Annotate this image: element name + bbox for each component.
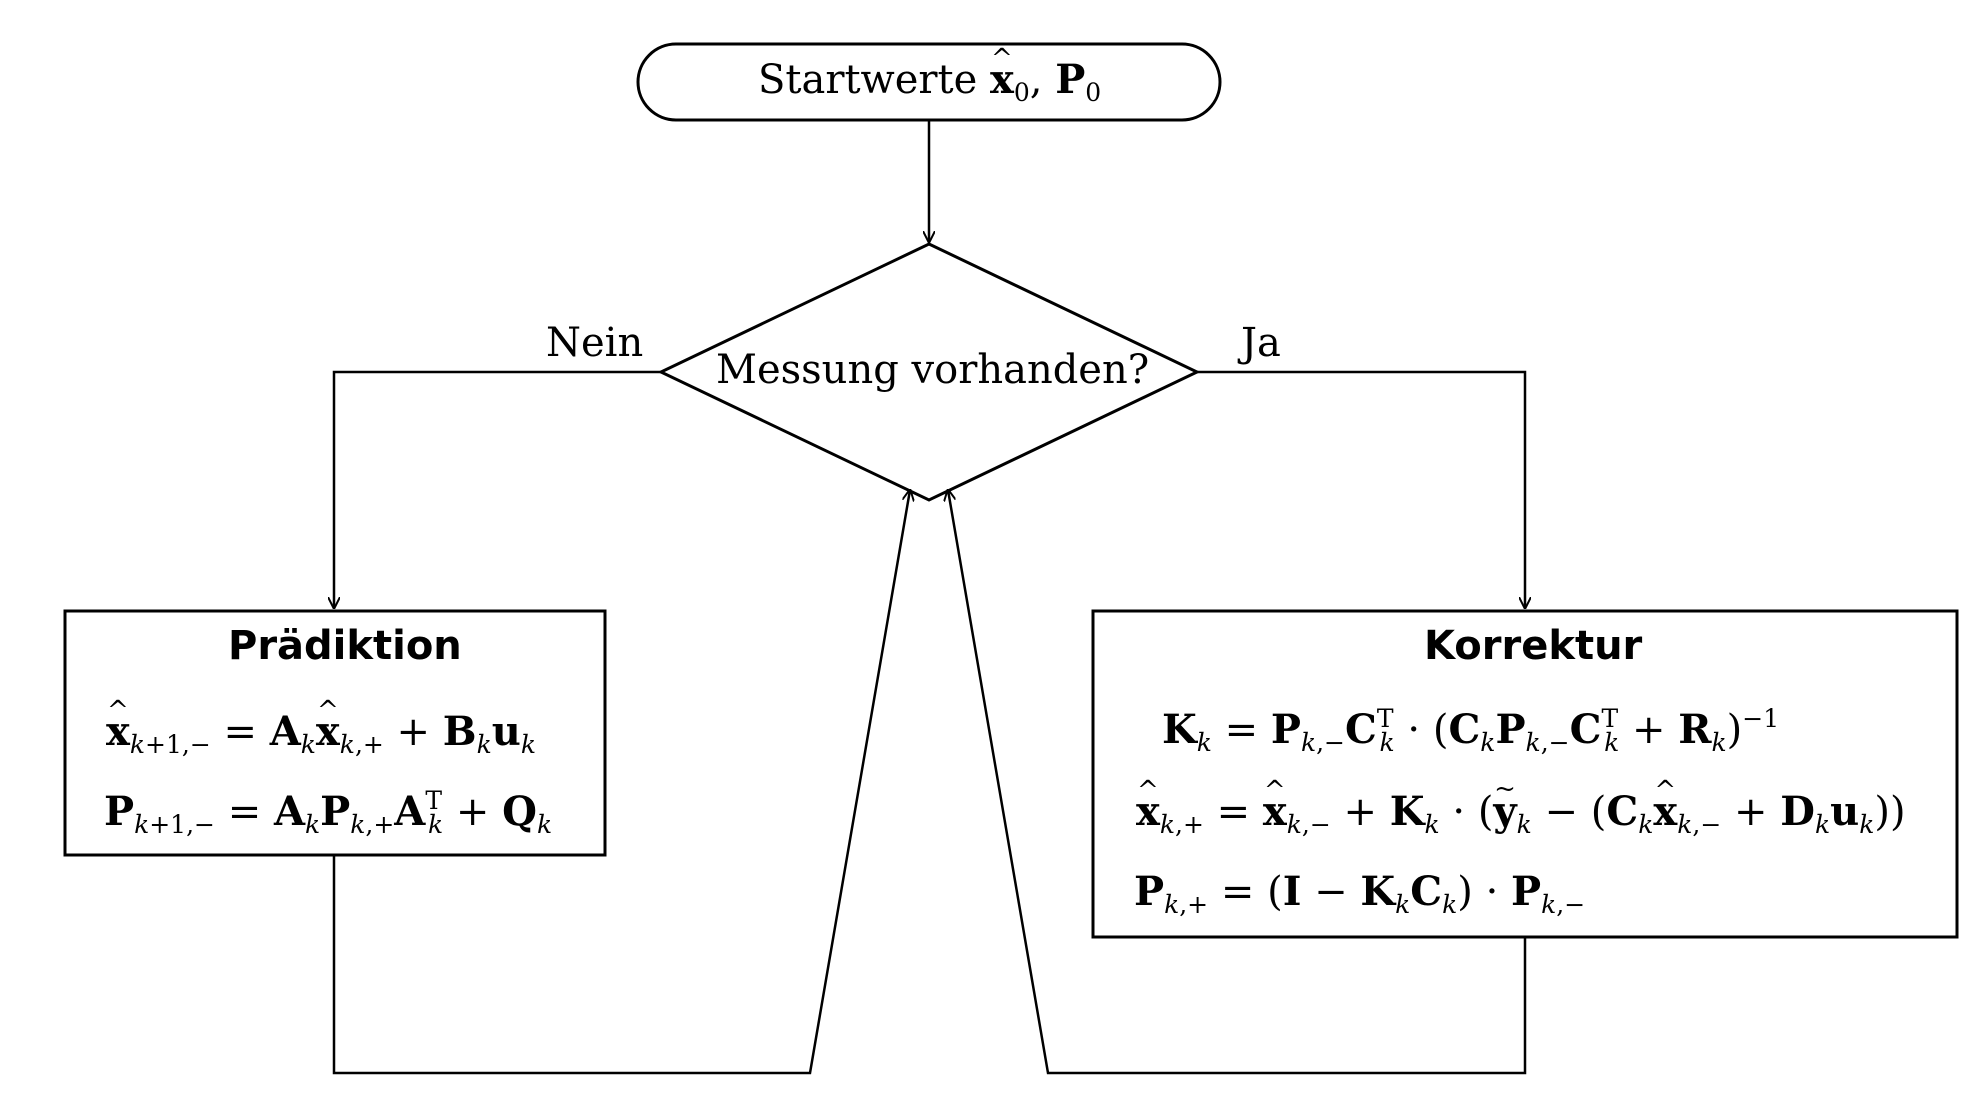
start-label: Startwerte x0, P0 (758, 57, 1101, 106)
kalman-gain-equation: Kk = Pk,−CTk · (CkPk,−CTk + Rk)−1 (1162, 704, 1780, 757)
correction-title: Korrektur (1424, 623, 1643, 669)
covariance-update-equation: Pk,+ = (I − KkCk) · Pk,− (1134, 868, 1586, 919)
state-update-equation: xk,+ = xk,− + Kk · (yk − (Ckxk,− + Dkuk)… (1136, 792, 1906, 838)
arrow-correction-loop (948, 490, 1527, 1075)
start-separator: , (1029, 57, 1056, 103)
arrow-yes-branch (1197, 370, 1525, 608)
no-label: Nein (546, 320, 644, 366)
x-subscript: 0 (1013, 78, 1030, 107)
yes-label: Ja (1241, 320, 1281, 366)
prediction-covariance-equation: Pk+1,− = AkPk,+ATk + Qk (104, 786, 553, 839)
p-symbol: P (1055, 56, 1086, 103)
x-hat-symbol: x (990, 60, 1014, 100)
prediction-state-equation: xk+1,− = Akxk,+ + Bkuk (106, 712, 536, 758)
p-subscript: 0 (1085, 78, 1102, 107)
arrow-prediction-loop (332, 490, 910, 1075)
start-text: Startwerte (758, 57, 991, 103)
decision-diamond (657, 242, 1201, 502)
decision-label: Messung vorhanden? (716, 347, 1150, 393)
correction-box (1091, 609, 1959, 939)
arrow-no-branch (334, 370, 661, 608)
prediction-title: Prädiktion (228, 623, 462, 669)
